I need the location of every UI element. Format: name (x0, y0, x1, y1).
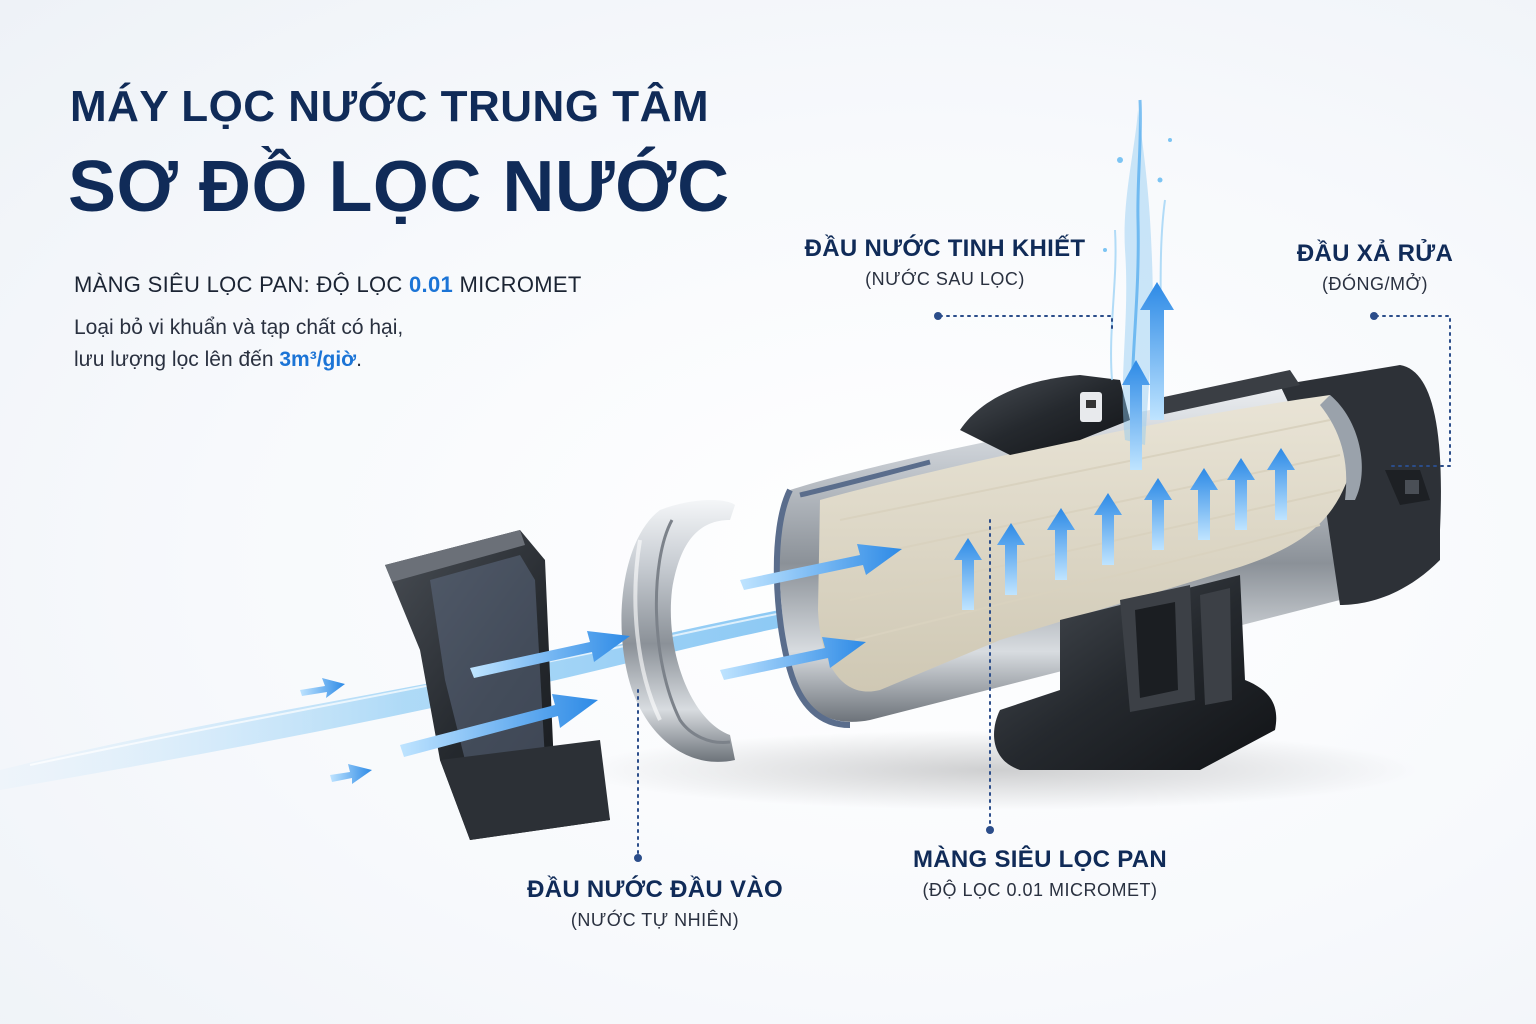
page-title-line1: MÁY LỌC NƯỚC TRUNG TÂM (70, 82, 710, 131)
flow-rate-value: 3m³/giờ (279, 348, 357, 371)
spec-line: MÀNG SIÊU LỌC PAN: ĐỘ LỌC 0.01 MICROMET (74, 272, 582, 298)
up-arrow (1094, 493, 1122, 565)
inflow-arrow (740, 544, 902, 590)
label-inlet-title: ĐẦU NƯỚC ĐẦU VÀO (527, 876, 783, 903)
label-membrane-subtitle: (ĐỘ LỌC 0.01 MICROMET) (922, 880, 1158, 900)
label-outlet-title: ĐẦU NƯỚC TINH KHIẾT (804, 235, 1086, 262)
leader-line-outlet (939, 315, 1113, 331)
up-arrow (954, 538, 982, 610)
label-flush-title: ĐẦU XẢ RỬA (1296, 240, 1454, 267)
leader-lines (637, 315, 1451, 861)
up-arrow (997, 523, 1025, 595)
upward-flow-arrows (954, 282, 1295, 610)
label-outlet-subtitle: (NƯỚC SAU LỌC) (865, 269, 1025, 289)
label-membrane-title: MÀNG SIÊU LỌC PAN (913, 846, 1167, 873)
page-title-line2: SƠ ĐỒ LỌC NƯỚC (68, 147, 730, 227)
leader-dots (634, 312, 1378, 862)
up-arrow (1267, 448, 1295, 520)
spec-suffix: MICROMET (453, 272, 582, 297)
inflow-arrow (400, 694, 598, 757)
up-arrow-outlet-main (1140, 282, 1174, 420)
spec-value: 0.01 (409, 272, 454, 297)
inflow-arrow (720, 637, 866, 680)
up-arrow (1190, 468, 1218, 540)
leader-dot (1370, 312, 1378, 320)
label-membrane: MÀNG SIÊU LỌC PAN (ĐỘ LỌC 0.01 MICROMET) (880, 846, 1200, 901)
flush-valve-connector (1385, 470, 1430, 505)
inlet-end-cap (385, 530, 610, 840)
label-flush: ĐẦU XẢ RỬA (ĐÓNG/MỞ) (1280, 240, 1470, 295)
description-line1: Loại bỏ vi khuẩn và tạp chất có hại, (74, 316, 404, 339)
description: Loại bỏ vi khuẩn và tạp chất có hại, lưu… (74, 312, 403, 376)
inlet-adapter-ring (621, 500, 735, 762)
inflow-arrow (470, 631, 630, 678)
inflow-arrows (300, 544, 902, 784)
label-outlet: ĐẦU NƯỚC TINH KHIẾT (NƯỚC SAU LỌC) (800, 235, 1090, 290)
description-line2-prefix: lưu lượng lọc lên đến (74, 348, 280, 371)
mounting-bracket (994, 575, 1277, 770)
label-flush-subtitle: (ĐÓNG/MỞ) (1322, 274, 1428, 294)
leader-dot (986, 826, 994, 834)
spec-prefix: MÀNG SIÊU LỌC PAN: ĐỘ LỌC (74, 272, 410, 297)
inflow-arrow (300, 678, 345, 698)
up-arrow (1047, 508, 1075, 580)
up-arrow (1144, 478, 1172, 550)
leader-dot (934, 312, 942, 320)
leader-line-flush (1375, 315, 1451, 467)
up-arrow-outlet (1122, 360, 1150, 470)
leader-dot (634, 854, 642, 862)
outlet-port (960, 370, 1300, 455)
inflow-arrow (330, 764, 372, 784)
description-line2: lưu lượng lọc lên đến 3m³/giờ. (74, 344, 403, 376)
label-inlet: ĐẦU NƯỚC ĐẦU VÀO (NƯỚC TỰ NHIÊN) (510, 876, 800, 931)
description-line2-suffix: . (356, 348, 362, 371)
label-inlet-subtitle: (NƯỚC TỰ NHIÊN) (570, 910, 740, 930)
up-arrow (1227, 458, 1255, 530)
